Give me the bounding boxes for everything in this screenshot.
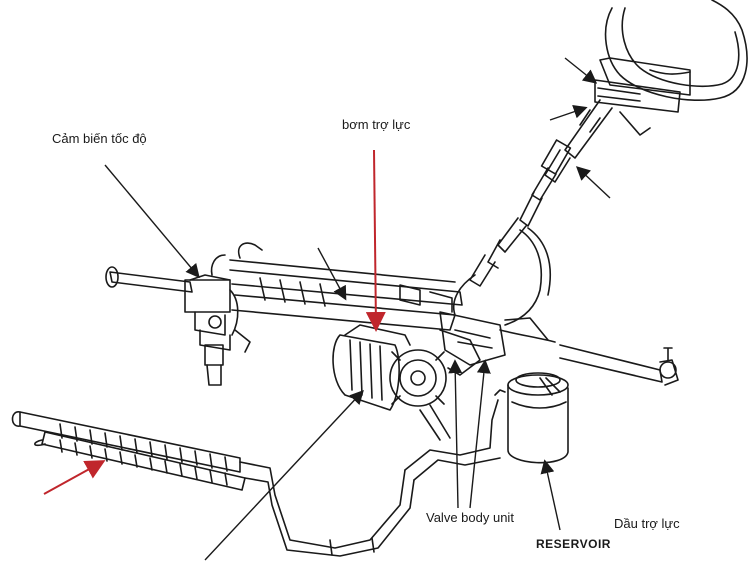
valve-leader-1 (448, 359, 463, 509)
pump-highlight-arrow (365, 149, 386, 332)
steering-column (453, 99, 651, 326)
oil-cooler (11, 411, 246, 491)
reservoir-label: RESERVOIR (536, 537, 611, 551)
wheel-leader (564, 57, 598, 84)
valve-leader-2 (469, 359, 491, 509)
right-tie-rod (559, 344, 679, 386)
reservoir (507, 372, 569, 464)
valve-body-label: Valve body unit (426, 510, 514, 525)
pump-body-leader (204, 389, 364, 561)
power-steering-pump (332, 324, 481, 411)
steering-rack (210, 242, 463, 331)
reservoir-leader (540, 459, 561, 531)
cooler-highlight-arrow (43, 460, 106, 495)
left-tie-rod (105, 266, 251, 386)
hoses (239, 389, 506, 557)
rack-leader (317, 247, 347, 301)
speed-sensor-label: Cảm biến tốc độ (52, 131, 147, 146)
steering-wheel (594, 0, 748, 113)
fluid-label: Dầu trợ lực (614, 516, 680, 531)
column-leader-upper (549, 105, 588, 121)
speed-sensor-leader (104, 164, 200, 279)
pump-label: bơm trợ lực (342, 117, 411, 132)
column-leader-lower (575, 166, 611, 199)
highlight-arrows (43, 149, 386, 495)
valve-body-unit (439, 311, 556, 366)
leader-lines (104, 57, 611, 561)
